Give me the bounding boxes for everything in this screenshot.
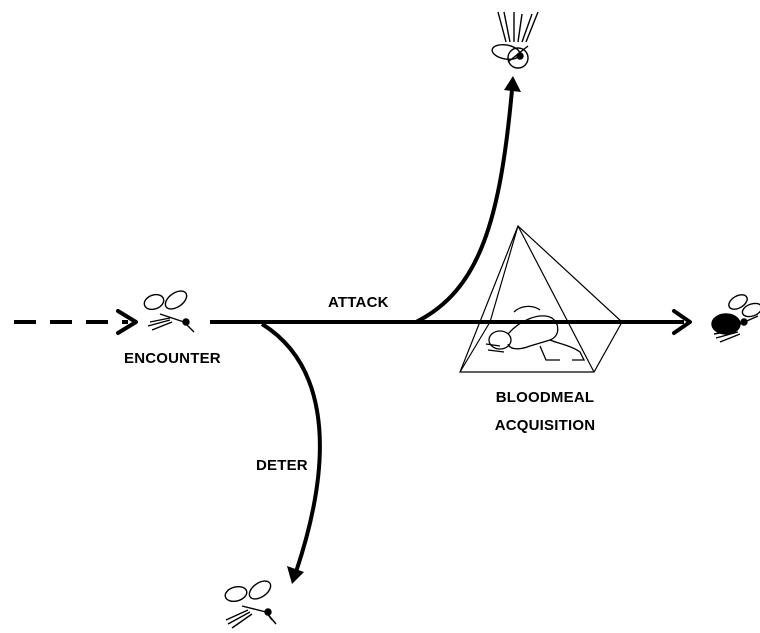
attack-branch-arrowhead [504,76,521,92]
deter-label: DETER [256,457,308,474]
bednet-pyramid-icon [459,224,623,373]
bloodmeal-label-line2: ACQUISITION [494,417,596,434]
bloodmeal-label-line1: BLOODMEAL [495,389,595,406]
attack-branch-arrow [415,89,514,324]
dead-mosquito-icon [491,11,539,69]
mosquito-icon [224,580,277,629]
deter-branch-arrowhead [287,566,304,584]
sleeping-person-icon [485,305,586,361]
attack-label: ATTACK [328,294,389,311]
mosquito-icon [143,290,195,333]
blood-fed-mosquito-icon [711,294,760,343]
incoming-arrowhead [116,309,138,335]
main-path-arrowhead [672,309,692,335]
deter-branch-arrow [260,322,322,573]
encounter-label: ENCOUNTER [124,350,221,367]
